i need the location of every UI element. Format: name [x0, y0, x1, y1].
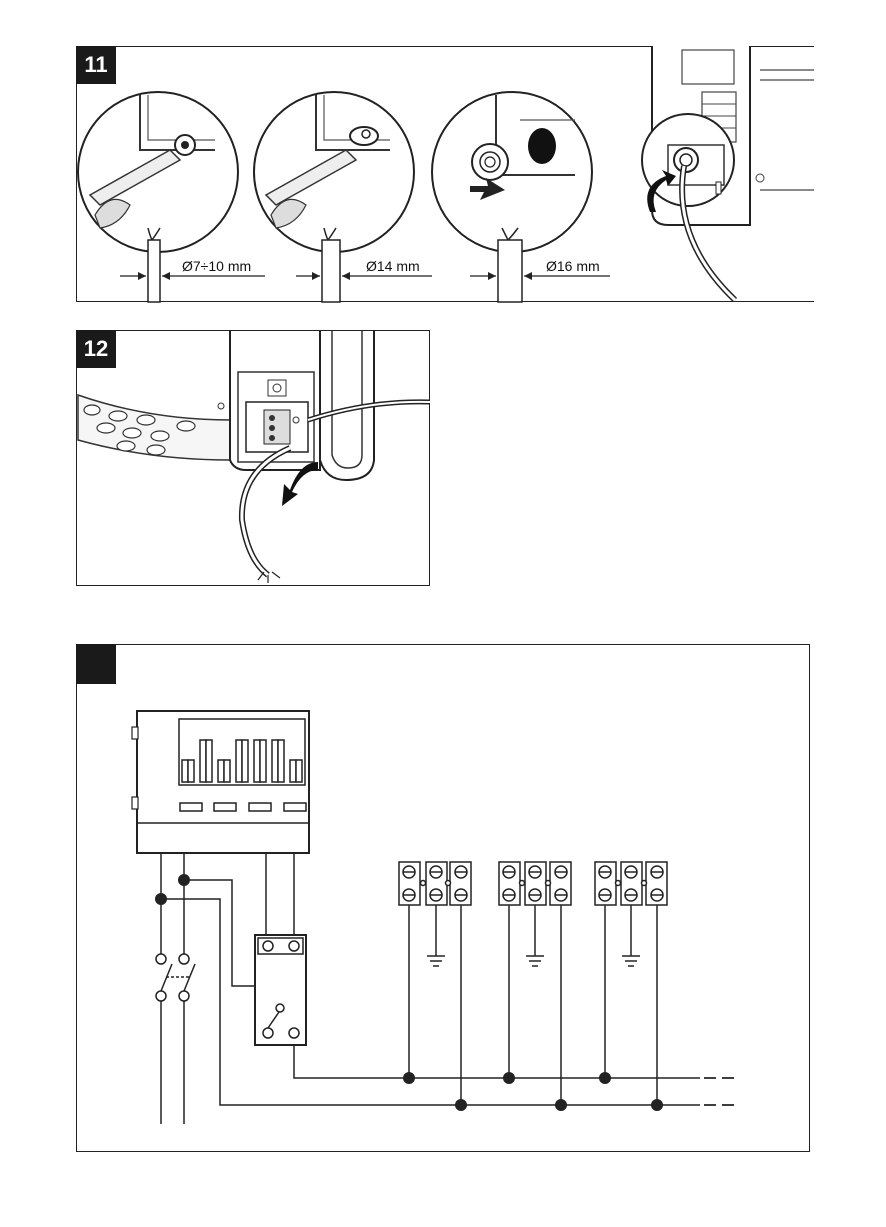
terminal-block-2-icon	[499, 862, 571, 905]
relay-icon	[255, 935, 306, 1045]
double-pole-switch-icon	[156, 954, 195, 1001]
ground-icon	[427, 956, 445, 966]
ground-icon	[526, 956, 544, 966]
ground-symbols	[427, 956, 640, 966]
timer-programmer-icon	[132, 711, 309, 853]
ground-icon	[622, 956, 640, 966]
terminal-block-1-icon	[399, 862, 471, 905]
terminal-block-3-icon	[595, 862, 667, 905]
